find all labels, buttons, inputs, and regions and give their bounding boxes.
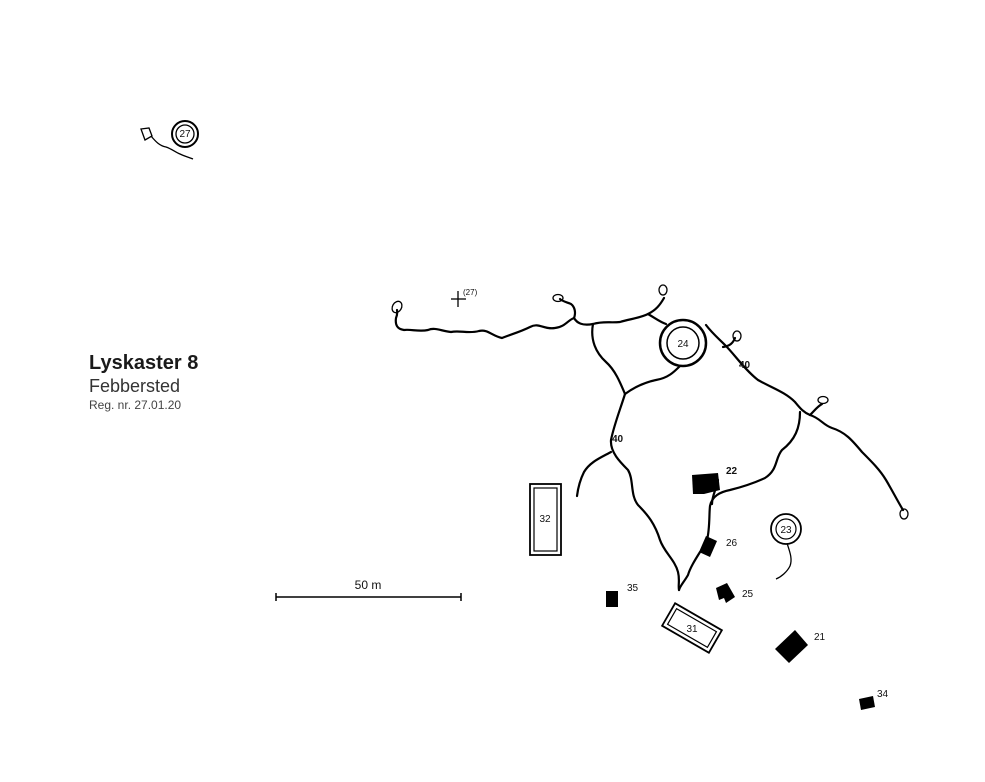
path-loop-inner: [623, 364, 682, 396]
label-40-upper: 40: [739, 360, 751, 371]
circle-23-inner: [775, 518, 797, 540]
path-26-to-31: [677, 550, 702, 592]
path-north: [591, 296, 666, 326]
map-subtitle: Febbersted: [89, 376, 181, 396]
label-23: 23: [780, 525, 792, 536]
path-loop-west: [591, 322, 627, 396]
circle-23-outer: [770, 513, 802, 545]
map-title: Lyskaster 8: [89, 352, 199, 374]
rect-32-inner: [533, 487, 558, 552]
registration-number: Reg. nr. 27.01.20: [89, 398, 182, 412]
block-21[interactable]: 21: [775, 630, 826, 663]
tip-shape: [140, 127, 153, 141]
block-21-shape: [775, 630, 808, 663]
label-40-lower: 40: [612, 434, 624, 445]
oval-558: [552, 293, 564, 303]
path-east-loop: [705, 410, 802, 542]
scale-bar: 50 m: [275, 578, 462, 601]
path-west: [394, 308, 595, 340]
cross-marker[interactable]: (27): [451, 288, 478, 307]
block-22-shape: [692, 473, 720, 494]
path-east: [704, 323, 812, 417]
label-32: 32: [539, 514, 551, 525]
rect-31-inner: [666, 607, 718, 649]
rect-32-outer: [529, 483, 562, 556]
block-26[interactable]: 26: [699, 536, 738, 557]
rect-31-outer: [660, 602, 724, 654]
oval-west: [391, 300, 403, 314]
label-marker-27: (27): [463, 288, 478, 297]
circle-27-outer: [171, 120, 199, 148]
feature-31[interactable]: [660, 602, 724, 654]
circle-24-inner: [666, 326, 700, 360]
block-22[interactable]: 22: [692, 466, 738, 494]
path-network: [391, 284, 909, 592]
feature-24[interactable]: 24: [658, 318, 708, 368]
feature-23[interactable]: 23: [770, 513, 802, 545]
map-legend: Lyskaster 8 Febbersted Reg. nr. 27.01.20: [89, 351, 198, 413]
label-21: 21: [814, 632, 826, 643]
path-to-24: [646, 312, 668, 326]
block-35-shape: [606, 591, 618, 607]
circle-27-inner: [175, 124, 195, 144]
spur-823: [808, 402, 824, 417]
label-26: 26: [726, 538, 738, 549]
trail-23: [775, 539, 792, 580]
block-25[interactable]: 25: [716, 583, 754, 603]
label-35: 35: [627, 583, 639, 594]
label-24: 24: [677, 339, 689, 350]
path-spur-558: [558, 297, 577, 320]
spur-736: [721, 336, 737, 349]
oval-823: [817, 395, 829, 405]
block-26-shape: [699, 536, 717, 557]
block-25-shape: [716, 583, 735, 603]
block-34-shape: [859, 696, 875, 710]
label-22: 22: [726, 466, 738, 477]
oval-663: [658, 284, 668, 296]
path-spur-sw: [575, 450, 613, 498]
scale-label: 50 m: [355, 578, 382, 592]
label-27: 27: [179, 129, 191, 140]
block-35[interactable]: 35: [606, 583, 639, 607]
path-far-east: [808, 413, 905, 512]
trail-27: [150, 135, 194, 160]
oval-737: [732, 330, 742, 342]
label-34: 34: [877, 689, 889, 700]
label-31: 31: [686, 624, 698, 635]
block-34[interactable]: 34: [859, 689, 889, 710]
path-trunk: [609, 392, 681, 592]
feature-27[interactable]: 27: [140, 120, 199, 160]
label-25: 25: [742, 589, 754, 600]
oval-904: [899, 508, 909, 520]
feature-32[interactable]: 32: [529, 483, 562, 556]
